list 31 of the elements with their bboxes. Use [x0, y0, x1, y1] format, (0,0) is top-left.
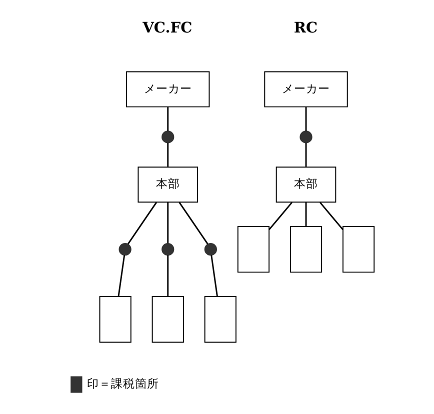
connector — [305, 142, 307, 167]
connector — [210, 255, 218, 297]
connector — [305, 107, 307, 132]
node-box — [237, 226, 270, 273]
node-circle — [300, 130, 312, 144]
connector — [167, 255, 169, 296]
connector — [268, 202, 292, 230]
connector — [127, 202, 157, 244]
connector — [178, 202, 208, 244]
label: VC.FC — [142, 19, 192, 36]
connector — [118, 255, 126, 297]
node-box: メーカー — [264, 71, 348, 108]
connector — [167, 142, 169, 167]
label: RC — [294, 19, 318, 36]
connector — [167, 107, 169, 132]
node-box — [204, 296, 236, 343]
node-box: メーカー — [126, 71, 210, 108]
connector — [167, 202, 169, 244]
legend-label: 印＝課税箇所 — [87, 376, 160, 391]
node-circle — [118, 243, 132, 256]
connector — [320, 202, 344, 230]
node-box — [342, 226, 375, 273]
node-box — [99, 296, 132, 343]
connector — [305, 202, 307, 226]
node-circle — [162, 243, 174, 256]
node-box: 本部 — [276, 166, 336, 203]
node-box: 本部 — [138, 166, 198, 203]
node-box — [152, 296, 184, 343]
node-circle — [204, 243, 217, 256]
node-circle — [162, 130, 174, 144]
node-box — [290, 226, 322, 273]
